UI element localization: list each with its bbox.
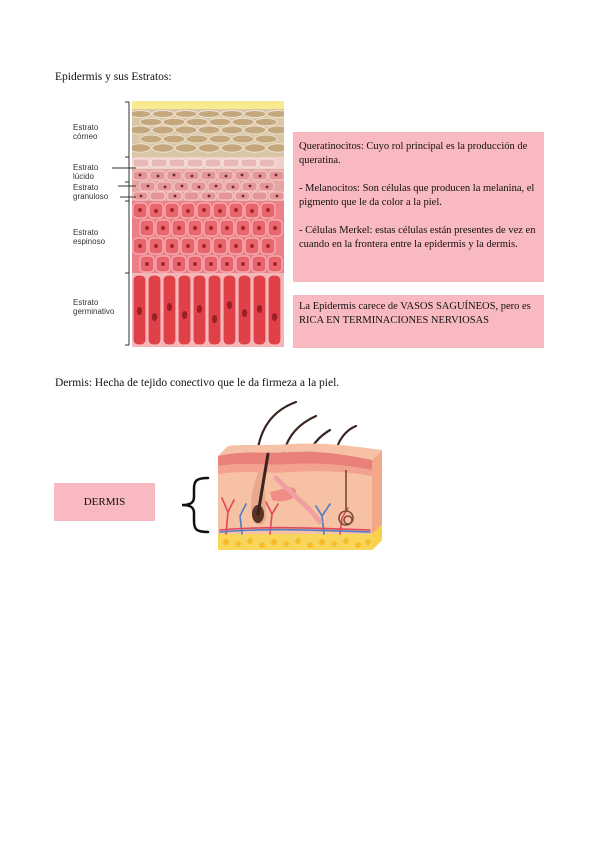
melanocitos-text: - Melanocitos: Son células que producen … — [299, 183, 535, 208]
surface-band — [132, 101, 284, 109]
strata-diagram — [112, 101, 284, 347]
queratinocitos-text: Queratinocitos: Cuyo rol principal es la… — [299, 141, 528, 166]
epidermis-heading: Epidermis y sus Estratos: — [55, 71, 172, 83]
curly-brace-icon — [181, 476, 210, 534]
epidermis-note-box: La Epidermis carece de VASOS SAGUÍNEOS, … — [293, 295, 544, 348]
celulas-merkel-text: - Células Merkel: estas células están pr… — [299, 225, 536, 250]
skin-cross-section-illustration — [218, 400, 382, 550]
dermis-label: DERMIS — [83, 496, 126, 508]
strata-brackets — [112, 101, 136, 346]
epidermis-note-text: La Epidermis carece de VASOS SAGUÍNEOS, … — [299, 301, 531, 326]
cell-types-info-box: Queratinocitos: Cuyo rol principal es la… — [293, 132, 544, 282]
fat-layer — [218, 534, 372, 550]
dermis-label-box: DERMIS — [54, 483, 155, 521]
dermis-heading: Dermis: Hecha de tejido conectivo que le… — [55, 377, 340, 389]
